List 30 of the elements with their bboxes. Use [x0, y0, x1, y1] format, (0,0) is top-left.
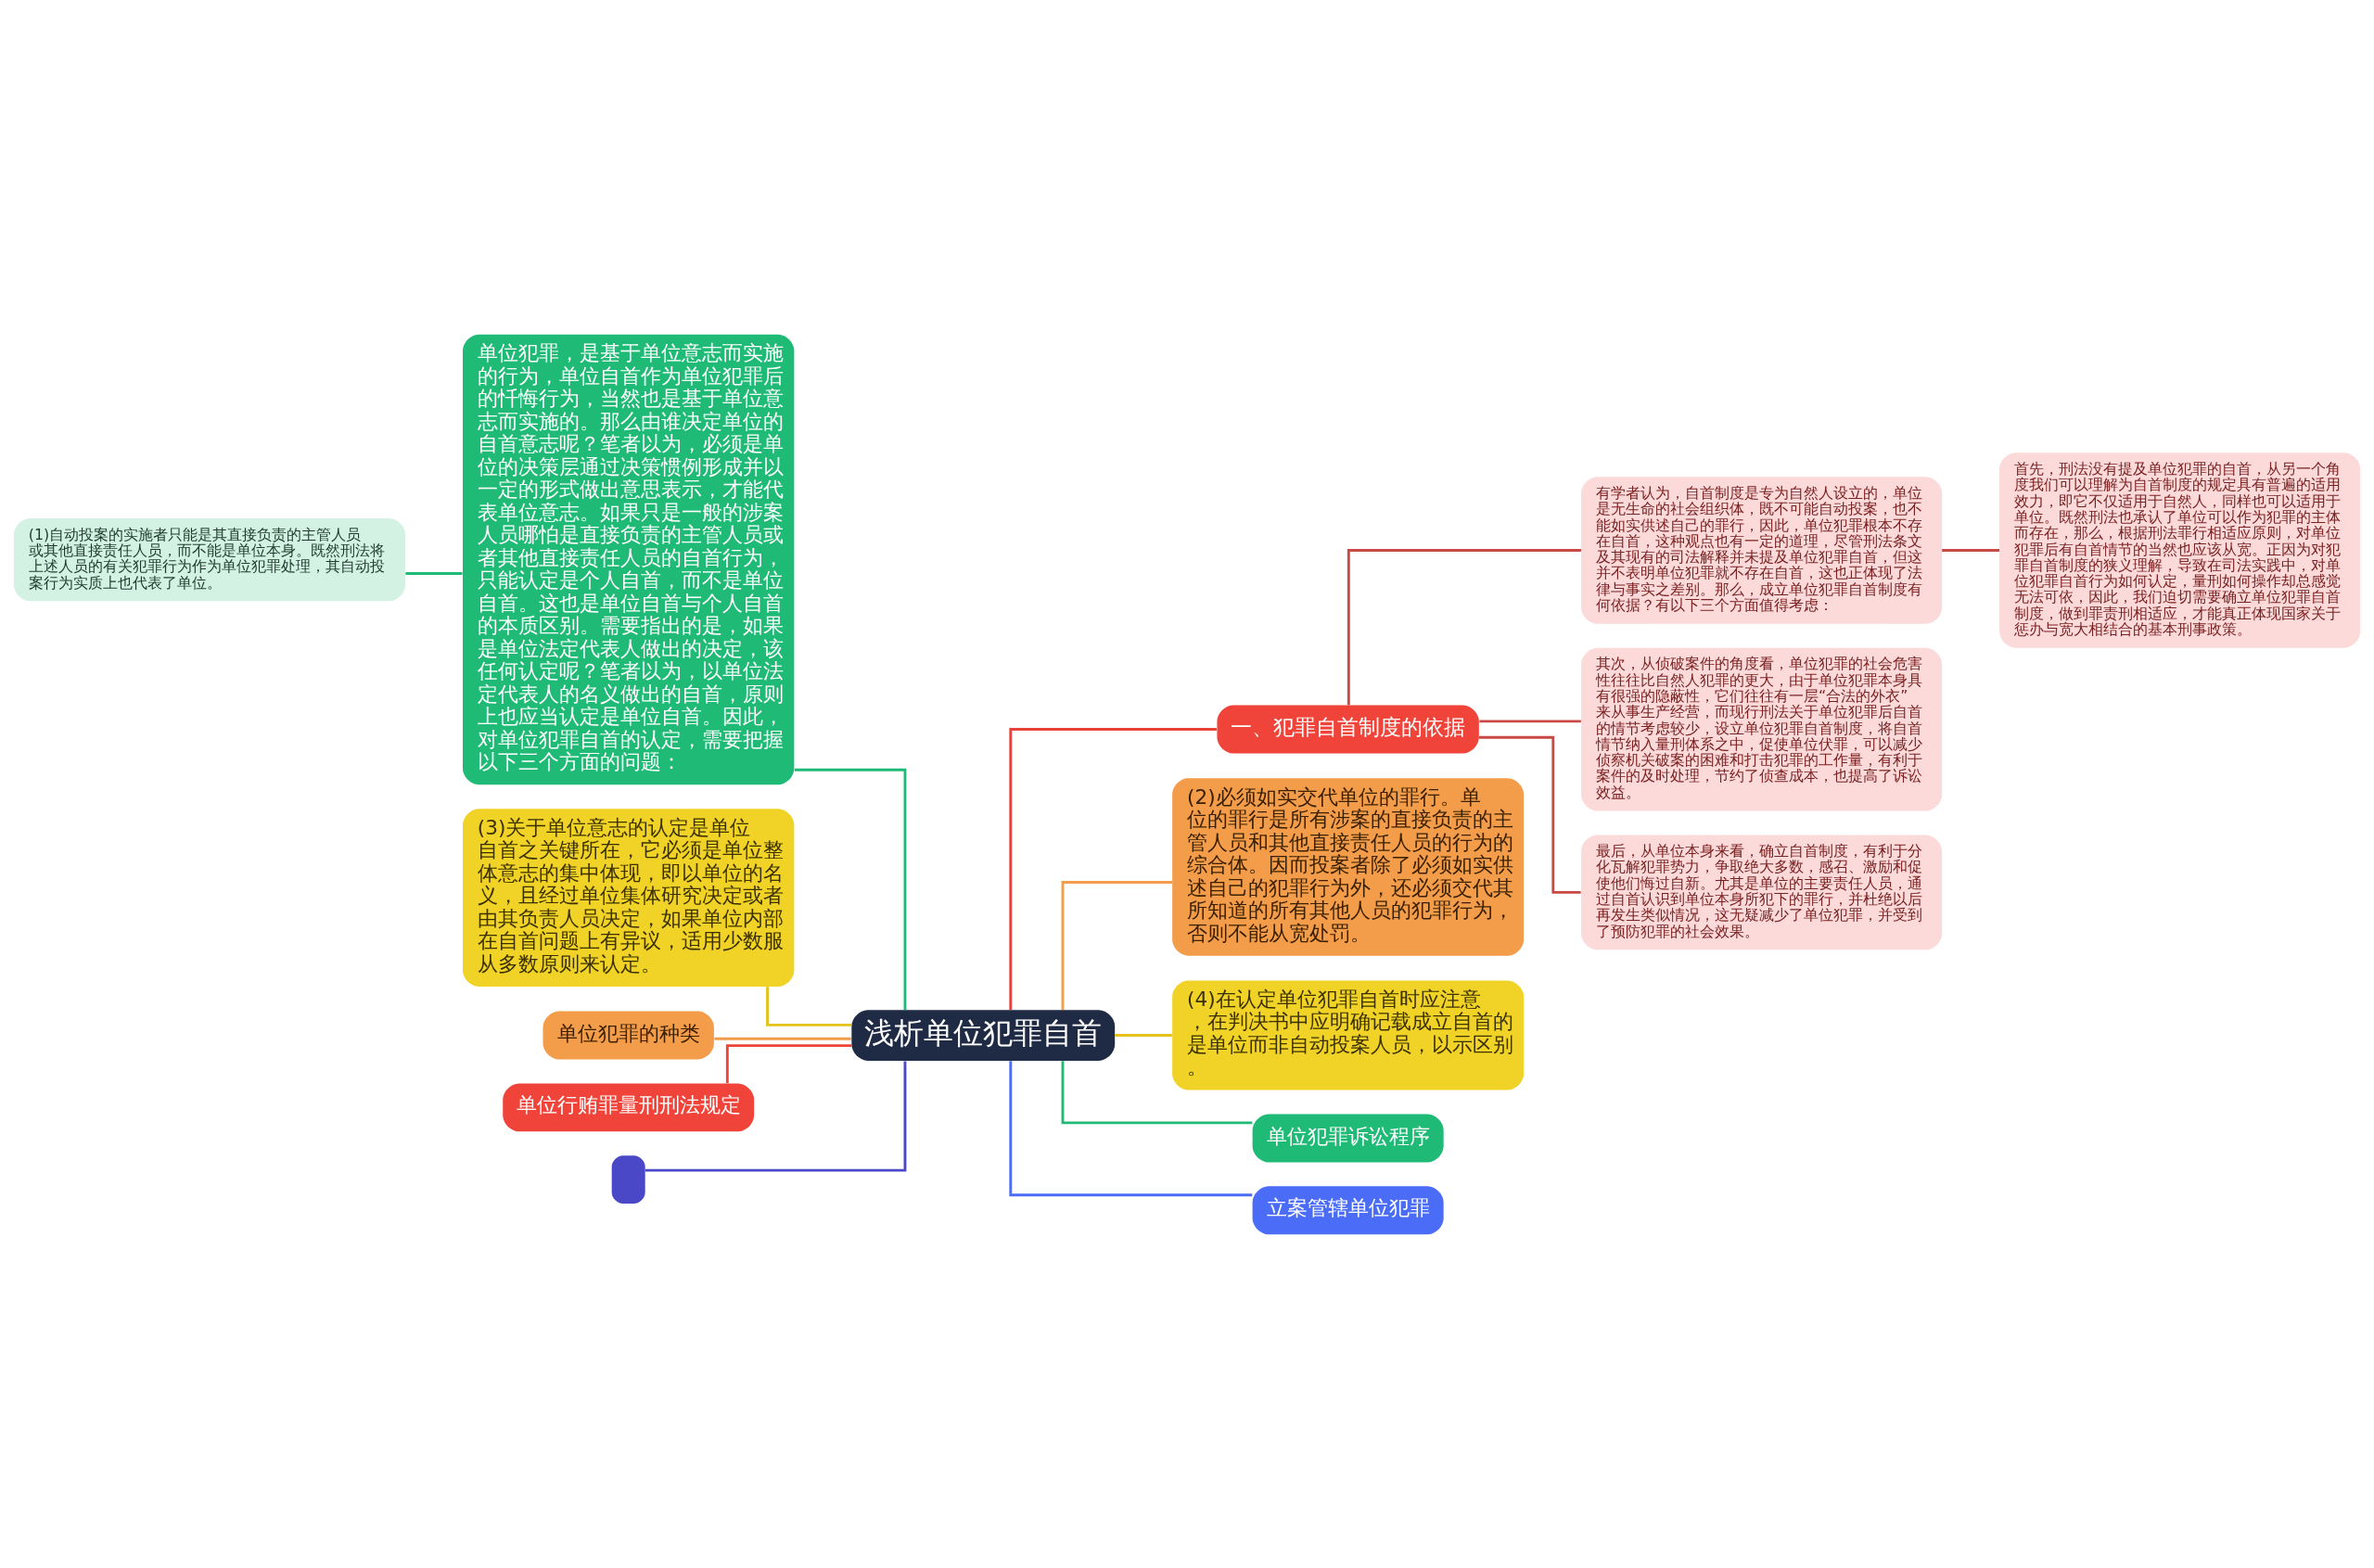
connector [1061, 1060, 1253, 1124]
connector [1347, 548, 1581, 705]
node-box: 单位行贿罪量刑刑法规定 [503, 1082, 755, 1131]
node-box: 最后，从单位本身来看，确立自首制度，有利于分化瓦解犯罪势力，争取绝大多数，感召、激励和促使他们悔过自新。尤其是单位的主要责任人员，通过自首认识到单位本身所犯下的罪行，并杜绝以后再发生类似情况，这无疑减少了单位犯罪，并受到了预防犯罪的社会效果。 [1581, 834, 1943, 950]
node-box: 有学者认为，自首制度是专为自然人设立的，单位是无生命的社会组织体，既不可能自动投案，也不能如实供述自己的罪行，因此，单位犯罪根本不存在自首，这种观点也有一定的道理，尽管刑法条文及其现有的司法解释并未提及单位犯罪自首，但这并不表明单位犯罪就不存在自首，这也正体现了法律与事实之差别。那么，成立单位犯罪自首制度有何依据？有以下三个方面值得考虑： [1581, 476, 1943, 624]
connector [766, 986, 852, 1026]
node-box: (3)关于单位意志的认定是单位自首之关键所在，它必须是单位整体意志的集中体现，即以单位的名义，且经过单位集体研究决定或者由其负责人员决定，如果单位内部在自首问题上有异议，适用少数服从多数原则来认定。 [463, 808, 795, 987]
node-box: 其次，从侦破案件的角度看，单位犯罪的社会危害性往往比自然人犯罪的更大，由于单位犯罪本身具有很强的隐蔽性，它们往往有一层“合法的外衣”来从事生产经营，而现行刑法关于单位犯罪后自首的情节考虑较少，设立单位犯罪自首制度，将自首情节纳入量刑体系之中，促使单位伏罪，可以减少侦察机关破案的困难和打击犯罪的工作量，有利于案件的及时处理，节约了侦查成本，也提高了诉讼效益。 [1581, 647, 1943, 810]
connector [725, 1043, 852, 1083]
node-box: 单位犯罪的种类 [542, 1011, 714, 1059]
node-box: (1)自动投案的实施者只能是其直接负责的主管人员或其他直接责任人员，而不能是单位本身。既然刑法将上述人员的有关犯罪行为作为单位犯罪处理，其自动投案行为实质上也代表了单位。 [13, 517, 406, 601]
connector [1942, 548, 1999, 552]
node-box: (2)必须如实交代单位的罪行。单位的罪行是所有涉案的直接负责的主管人员和其他直接责任人员的行为的综合体。因而投案者除了必须如实供述自己的犯罪行为外，还必须交代其所知道的所有其他人员的犯罪行为，否则不能从宽处罚。 [1172, 777, 1525, 956]
node-box: 一、犯罪自首制度的依据 [1217, 705, 1479, 753]
node-box: (4)在认定单位犯罪自首时应注意，在判决书中应明确记载成立自首的是单位而非自动投案人员，以示区别。 [1172, 979, 1525, 1090]
node-box: 单位犯罪，是基于单位意志而实施的行为，单位自首作为单位犯罪后的忏悔行为，当然也是基于单位意志而实施的。那么由谁决定单位的自首意志呢？笔者以为，必须是单位的决策层通过决策惯例形成并以一定的形式做出意思表示，才能代表单位意志。如果只是一般的涉案人员哪怕是直接负责的主管人员或者其他直接责任人员的自首行为，只能认定是个人自首，而不是单位自首。这也是单位自首与个人自首的本质区别。需要指出的是，如果是单位法定代表人做出的决定，该任何认定呢？笔者以为，以单位法定代表人的名义做出的自首，原则上也应当认定是单位自首。因此，对单位犯罪自首的认定，需要把握以下三个方面的问题： [463, 334, 795, 784]
connector [1479, 719, 1581, 722]
node-box [611, 1154, 645, 1204]
connector [1061, 880, 1173, 1010]
connector [645, 1061, 907, 1171]
node-box: 立案管辖单位犯罪 [1252, 1185, 1444, 1234]
connector [1115, 1033, 1172, 1037]
connector [1009, 1060, 1253, 1196]
node-box: 浅析单位犯罪自首 [851, 1009, 1116, 1061]
connector [1009, 727, 1217, 1010]
connector [405, 571, 463, 575]
connector [714, 1037, 851, 1040]
node-box: 首先，刑法没有提及单位犯罪的自首，从另一个角度我们可以理解为自首制度的规定具有普遍的适用效力，即它不仅适用于自然人，同样也可以适用于单位。既然刑法也承认了单位可以作为犯罪的主体而存在，那么，根据刑法罪行相适应原则，对单位犯罪后有自首情节的当然也应该从宽。正因为对犯罪自首制度的狭义理解，导致在司法实践中，对单位犯罪自首行为如何认定，量刑如何操作却总感觉无法可依，因此，我们迫切需要确立单位犯罪自首制度，做到罪责刑相适应，才能真正体现国家关于惩办与宽大相结合的基本刑事政策。 [1999, 452, 2361, 648]
connector [794, 768, 907, 1010]
node-box: 单位犯罪诉讼程序 [1252, 1114, 1444, 1162]
